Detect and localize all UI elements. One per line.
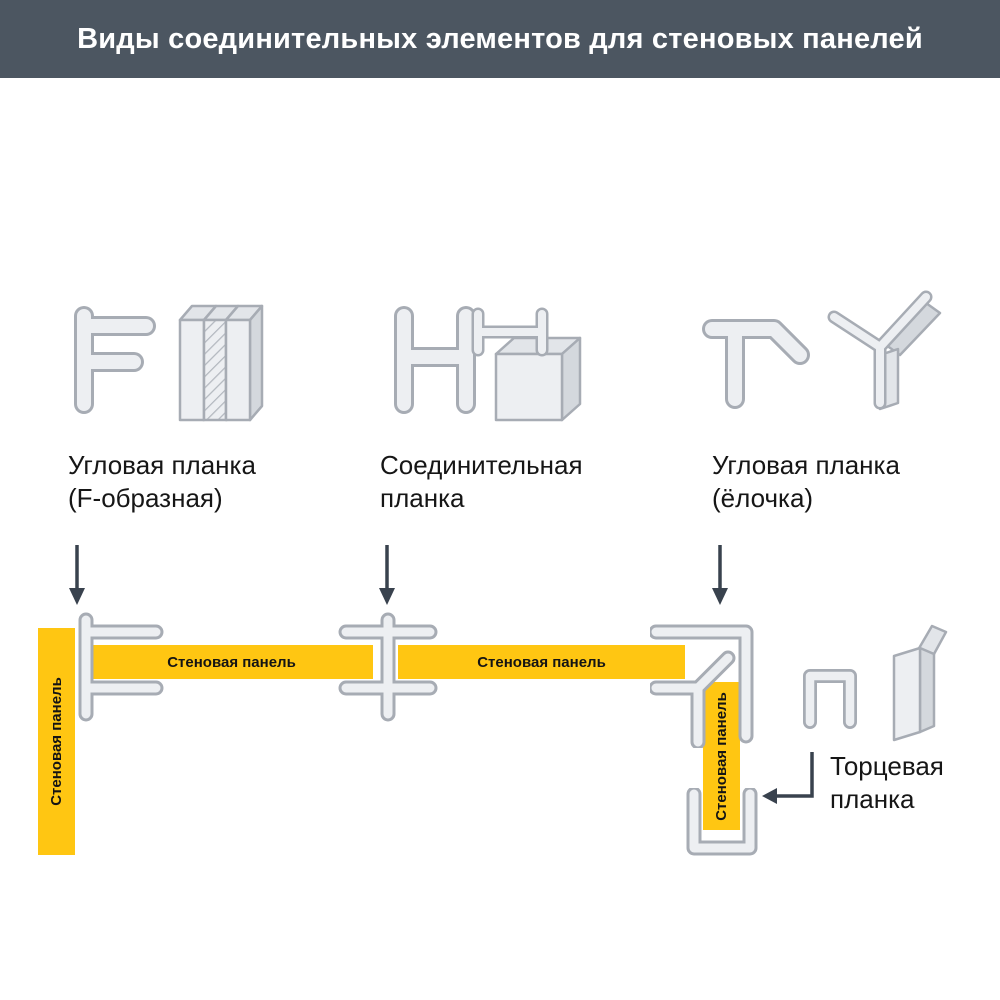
down-arrow-icon: [712, 545, 728, 605]
corner-profile-2d-icon: [702, 319, 810, 409]
label-corner-profile: Угловая планка (ёлочка): [712, 449, 900, 515]
page-title: Виды соединительных элементов для стенов…: [77, 22, 923, 55]
down-arrow-icon: [379, 545, 395, 605]
down-arrow-icon: [69, 545, 85, 605]
label-corner-profile-line1: Угловая планка: [712, 450, 900, 480]
f-profile-2d-icon: [74, 306, 156, 414]
end-cap-label-line1: Торцевая: [830, 751, 944, 781]
label-corner-profile-line2: (ёлочка): [712, 483, 814, 513]
label-h-profile-line1: Соединительная: [380, 450, 583, 480]
wall-panel: Стеновая панель: [398, 645, 685, 679]
wall-panel-label: Стеновая панель: [167, 653, 296, 671]
label-h-profile-line2: планка: [380, 483, 465, 513]
end-cap-3d-icon: [892, 624, 948, 742]
corner-profile-assembly-icon: [650, 624, 754, 748]
f-profile-3d-icon: [178, 304, 264, 422]
end-cap-assembly-icon: [686, 788, 758, 856]
wall-panel: Стеновая панель: [703, 682, 740, 830]
label-f-profile-line1: Угловая планка: [68, 450, 256, 480]
end-cap-label: Торцевая планка: [830, 750, 944, 816]
wall-panel: Стеновая панель: [38, 628, 75, 855]
f-profile-assembly-icon: [78, 612, 164, 722]
end-cap-2d-icon: [803, 669, 857, 729]
title-bar: Виды соединительных элементов для стенов…: [0, 0, 1000, 78]
h-profile-assembly-icon: [338, 612, 438, 722]
end-cap-pointer-arrow-icon: [762, 752, 814, 804]
label-f-profile-line2: (F-образная): [68, 483, 223, 513]
end-cap-label-line2: планка: [830, 784, 915, 814]
h-profile-3d-icon: [471, 307, 582, 422]
wall-panel-label: Стеновая панель: [477, 653, 606, 671]
wall-panel-label: Стеновая панель: [48, 677, 65, 806]
label-f-profile: Угловая планка (F-образная): [68, 449, 256, 515]
h-profile-2d-icon: [394, 306, 476, 414]
label-h-profile: Соединительная планка: [380, 449, 583, 515]
corner-profile-3d-icon: [827, 290, 942, 411]
wall-panel: Стеновая панель: [90, 645, 373, 679]
